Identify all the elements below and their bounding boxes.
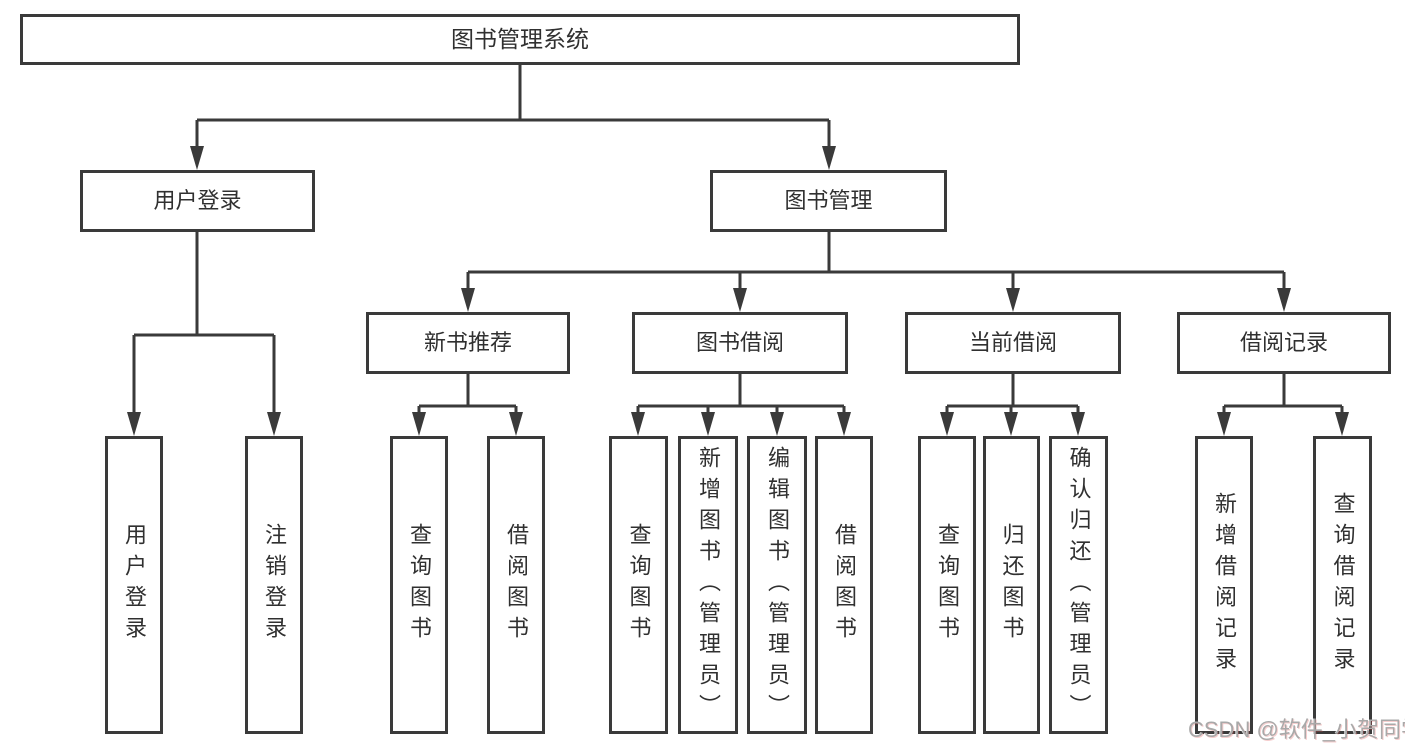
node-user-login: 用户登录 [80, 170, 315, 232]
node-label: 图书借阅 [695, 330, 784, 355]
node-book-management: 图书管理 [710, 170, 947, 232]
leaf-label: 确认归还（管理员） [1066, 445, 1092, 725]
leaf-query-borrow-record: 查询借阅记录 [1313, 436, 1372, 734]
leaf-label: 查询图书 [407, 523, 432, 647]
leaf-borrow-books-2: 借阅图书 [815, 436, 873, 734]
leaf-add-books-admin: 新增图书（管理员） [678, 436, 738, 734]
leaf-edit-books-admin: 编辑图书（管理员） [747, 436, 807, 734]
leaf-label: 注销登录 [262, 523, 287, 647]
node-new-book-recommend: 新书推荐 [366, 312, 570, 374]
leaf-label: 用户登录 [122, 523, 147, 647]
node-label: 新书推荐 [423, 330, 512, 355]
node-label: 用户登录 [153, 188, 242, 213]
node-current-borrowing: 当前借阅 [905, 312, 1121, 374]
leaf-label: 借阅图书 [504, 523, 529, 647]
leaf-query-books-1: 查询图书 [390, 436, 448, 734]
leaf-label: 查询图书 [935, 523, 960, 647]
leaf-label: 查询借阅记录 [1330, 492, 1356, 678]
leaf-confirm-return-admin: 确认归还（管理员） [1049, 436, 1108, 734]
leaf-add-borrow-record: 新增借阅记录 [1195, 436, 1253, 734]
leaf-label: 查询图书 [626, 523, 652, 647]
leaf-label: 借阅图书 [832, 523, 857, 647]
leaf-label: 编辑图书（管理员） [765, 445, 790, 725]
node-label: 图书管理系统 [451, 26, 589, 52]
csdn-watermark: CSDN @软件_小贺同学 [1188, 717, 1405, 742]
node-label: 当前借阅 [968, 330, 1057, 355]
node-book-borrowing: 图书借阅 [632, 312, 848, 374]
node-borrow-records: 借阅记录 [1177, 312, 1391, 374]
leaf-logout: 注销登录 [245, 436, 303, 734]
node-label: 借阅记录 [1239, 330, 1328, 355]
leaf-query-books-3: 查询图书 [918, 436, 976, 734]
node-label: 图书管理 [784, 188, 873, 213]
leaf-query-books-2: 查询图书 [609, 436, 668, 734]
leaf-label: 新增图书（管理员） [696, 445, 721, 725]
leaf-borrow-books-1: 借阅图书 [487, 436, 545, 734]
arrowheads [127, 146, 1349, 436]
leaf-user-login: 用户登录 [105, 436, 163, 734]
node-library-system: 图书管理系统 [20, 14, 1020, 65]
leaf-label: 归还图书 [999, 523, 1025, 647]
leaf-label: 新增借阅记录 [1212, 492, 1237, 678]
leaf-return-books: 归还图书 [983, 436, 1040, 734]
